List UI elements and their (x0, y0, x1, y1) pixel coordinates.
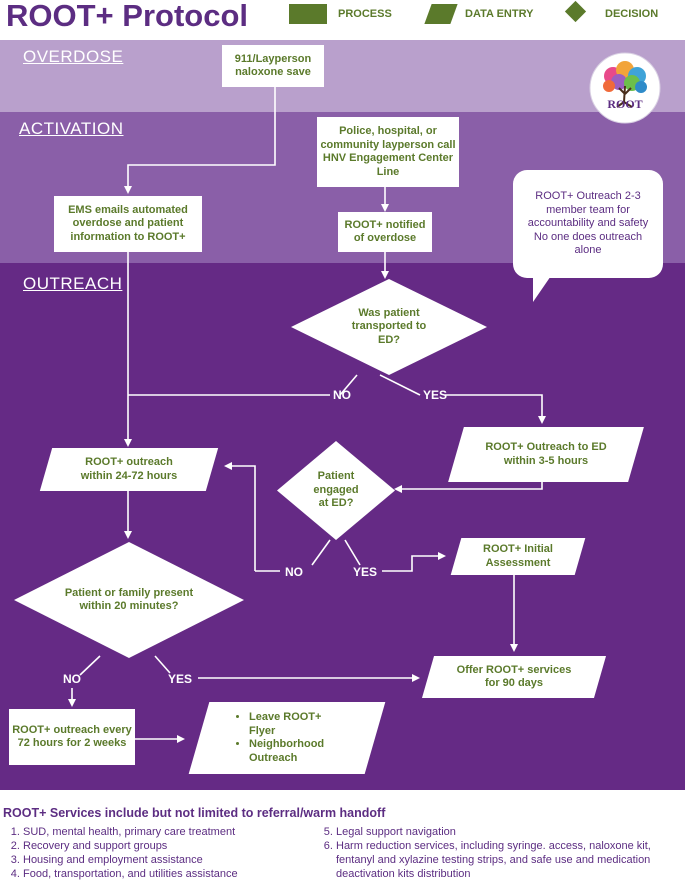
leave-flyer-data-entry: Leave ROOT+ Flyer Neighborhood Outreach (199, 702, 375, 774)
service-item: Food, transportation, and utilities assi… (23, 867, 238, 881)
neighborhood-item: Neighborhood Outreach (249, 738, 334, 765)
services-title: ROOT+ Services include but not limited t… (3, 806, 386, 820)
transported-yes-label: YES (423, 388, 448, 402)
root-notified-process: ROOT+ notified of overdose (338, 212, 432, 252)
legend-data-entry-label: DATA ENTRY (465, 8, 534, 20)
outreach-every-72-process: ROOT+ outreach every 72 hours for 2 week… (9, 709, 135, 765)
family-no-label: NO (63, 672, 81, 686)
section-outreach: OUTREACH (23, 274, 123, 293)
hnv-engagement-call-process: Police, hospital, or community layperson… (317, 117, 459, 187)
engaged-yes-label: YES (353, 565, 378, 579)
flyer-item: Leave ROOT+ Flyer (249, 711, 334, 738)
layperson-naloxone-save-process: 911/Layperson naloxone save (222, 45, 324, 87)
logo-text: ROOT (607, 97, 643, 111)
outreach-team-callout: ROOT+ Outreach 2-3 member team for accou… (513, 170, 663, 278)
services-list-right: Legal support navigation Harm reduction … (318, 825, 685, 881)
service-item: Housing and employment assistance (23, 853, 238, 867)
family-present-decision: Patient or family present within 20 minu… (14, 542, 244, 658)
services-list-left: SUD, mental health, primary care treatme… (9, 825, 238, 881)
outreach-to-ed-data-entry: ROOT+ Outreach to ED within 3-5 hours (456, 427, 636, 482)
offer-services-data-entry: Offer ROOT+ services for 90 days (428, 656, 600, 698)
section-overdose: OVERDOSE (23, 47, 124, 66)
outreach-24-72-data-entry: ROOT+ outreach within 24-72 hours (46, 448, 212, 491)
tree-logo-icon: ROOT (589, 52, 661, 124)
page-title: ROOT+ Protocol (6, 0, 248, 33)
ems-email-process: EMS emails automated overdose and patien… (54, 196, 202, 252)
section-activation: ACTIVATION (19, 119, 124, 138)
engaged-at-ed-decision: Patient engaged at ED? (277, 441, 395, 540)
transported-to-ed-decision: Was patient transported to ED? (291, 279, 487, 375)
service-item: Legal support navigation (336, 825, 685, 839)
callout-tail (533, 270, 555, 302)
initial-assessment-data-entry: ROOT+ Initial Assessment (456, 538, 580, 575)
transported-no-label: NO (333, 388, 351, 402)
engaged-no-label: NO (285, 565, 303, 579)
service-item: Harm reduction services, including syrin… (336, 839, 685, 881)
family-yes-label: YES (168, 672, 193, 686)
legend-process-swatch (289, 4, 327, 24)
overdose-band (0, 40, 685, 112)
service-item: Recovery and support groups (23, 839, 238, 853)
service-item: SUD, mental health, primary care treatme… (23, 825, 238, 839)
legend-process-label: PROCESS (338, 8, 392, 20)
legend-decision-label: DECISION (605, 8, 659, 20)
